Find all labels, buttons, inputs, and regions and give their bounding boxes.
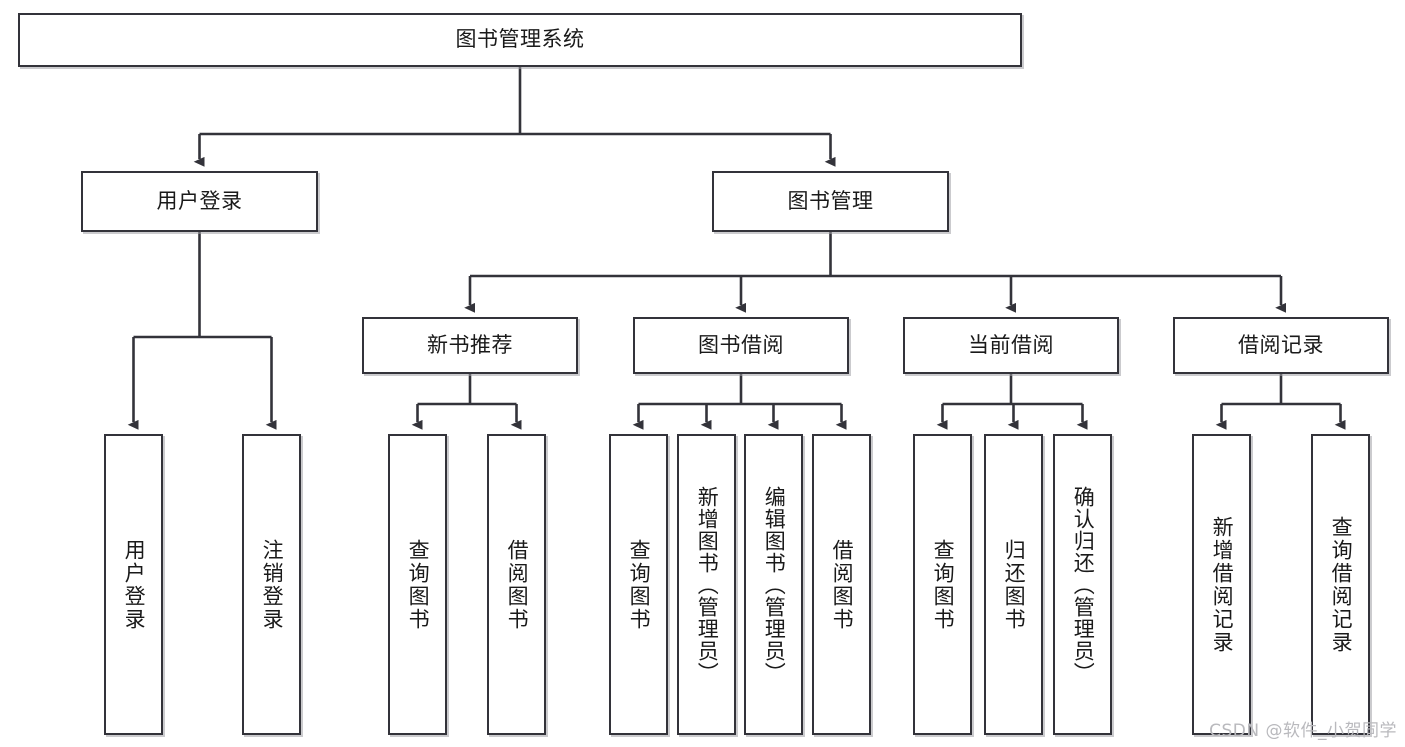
node-borrow-record-label: 借阅记录 [1238,332,1324,357]
node-book-manage-label: 图书管理 [787,188,874,213]
node-user-login-label: 用户登录 [156,188,243,213]
node-new-book-recommend-label: 新书推荐 [427,332,513,357]
node-leaf-query-book-1-label: 查询图书 [406,538,431,631]
node-leaf-borrow-book-1[interactable]: 借阅图书 [487,434,546,735]
node-leaf-borrow-book-1-label: 借阅图书 [505,538,530,631]
node-leaf-logout-login-label: 注销登录 [260,538,285,631]
node-current-borrow-label: 当前借阅 [968,332,1054,357]
node-leaf-user-login[interactable]: 用户登录 [104,434,163,735]
node-book-manage[interactable]: 图书管理 [712,171,949,232]
node-leaf-edit-book-label: 编辑图书（管理员） [762,485,787,684]
node-leaf-query-book-2-label: 查询图书 [627,538,652,631]
node-leaf-borrow-book-2-label: 借阅图书 [830,538,855,631]
node-leaf-add-borrow-record[interactable]: 新增借阅记录 [1192,434,1251,735]
node-leaf-query-borrow-record[interactable]: 查询借阅记录 [1311,434,1370,735]
node-borrow-record[interactable]: 借阅记录 [1173,317,1389,374]
node-leaf-user-login-label: 用户登录 [122,538,147,631]
node-leaf-borrow-book-2[interactable]: 借阅图书 [812,434,871,735]
node-leaf-confirm-return-label: 确认归还（管理员） [1071,485,1096,684]
node-leaf-query-borrow-record-label: 查询借阅记录 [1329,515,1354,654]
node-new-book-recommend[interactable]: 新书推荐 [362,317,578,374]
node-leaf-edit-book[interactable]: 编辑图书（管理员） [744,434,803,735]
node-current-borrow[interactable]: 当前借阅 [903,317,1119,374]
node-leaf-query-book-3-label: 查询图书 [931,538,956,631]
node-book-borrow[interactable]: 图书借阅 [633,317,849,374]
node-leaf-return-book[interactable]: 归还图书 [984,434,1043,735]
node-leaf-add-borrow-record-label: 新增借阅记录 [1210,515,1235,654]
watermark-text: CSDN @软件_小贺同学 [1209,721,1397,741]
node-root[interactable]: 图书管理系统 [18,13,1022,67]
node-leaf-confirm-return[interactable]: 确认归还（管理员） [1053,434,1112,735]
node-leaf-return-book-label: 归还图书 [1002,538,1027,631]
node-leaf-query-book-3[interactable]: 查询图书 [913,434,972,735]
node-user-login[interactable]: 用户登录 [81,171,318,232]
node-leaf-query-book-1[interactable]: 查询图书 [388,434,447,735]
node-leaf-add-book-label: 新增图书（管理员） [695,485,720,684]
node-root-label: 图书管理系统 [455,27,585,52]
node-leaf-query-book-2[interactable]: 查询图书 [609,434,668,735]
node-book-borrow-label: 图书借阅 [698,332,784,357]
node-leaf-logout-login[interactable]: 注销登录 [242,434,301,735]
node-leaf-add-book[interactable]: 新增图书（管理员） [677,434,736,735]
